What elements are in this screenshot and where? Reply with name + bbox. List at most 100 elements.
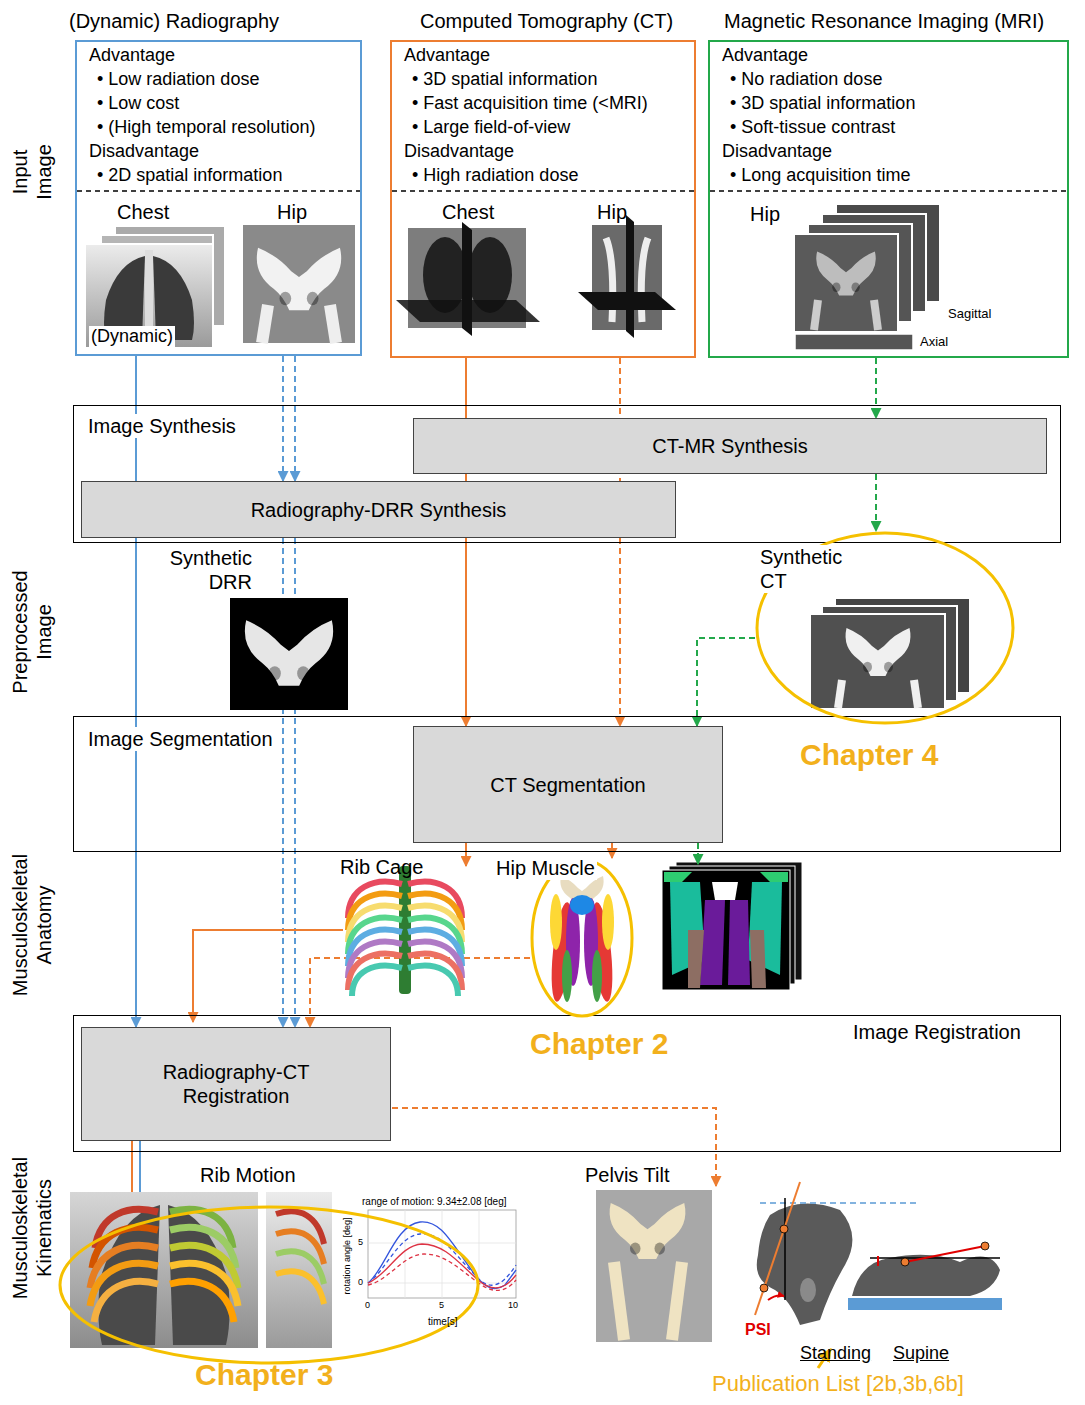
- process-box: Radiography-CT Registration: [81, 1027, 391, 1141]
- rib-motion-xray: [70, 1192, 332, 1348]
- chapter-ellipse: Chapter 3: [58, 1205, 480, 1365]
- segmentation-stack: [669, 866, 795, 984]
- node-text: Image Registration: [851, 1020, 1023, 1044]
- node-text: CT Segmentation: [490, 773, 645, 797]
- rib-angle-chart: [340, 1192, 536, 1342]
- node-text: • Fast acquisition time (<MRI): [412, 93, 648, 115]
- connector-arrow: [875, 474, 877, 531]
- ellipse-outline: [757, 533, 1013, 723]
- rib-motion-xray: [276, 1231, 324, 1264]
- chapter-label: Chapter 2: [530, 1026, 668, 1062]
- connector-arrow: [135, 356, 137, 1027]
- node-text: • Soft-tissue contrast: [730, 117, 895, 139]
- rib-motion-xray: [170, 1281, 234, 1322]
- ct-hip: [578, 215, 676, 338]
- node-text: • Long acquisition time: [730, 165, 910, 187]
- rib-motion-xray: [70, 1192, 258, 1348]
- node-text: • (High temporal resolution): [97, 117, 315, 139]
- node-text: • No radiation dose: [730, 69, 882, 91]
- connector-arrow: [697, 638, 755, 726]
- connector-arrow: [611, 843, 613, 858]
- segmentation-stack: [728, 900, 750, 985]
- annotation-label: Supine: [893, 1343, 949, 1365]
- hip-xray: [257, 248, 341, 310]
- annotation-label: Musculoskeletal Anatomy: [8, 840, 56, 1010]
- rib-motion-xray: [276, 1251, 324, 1284]
- rib-angle-chart: [405, 1210, 406, 1298]
- node-text: Hip: [597, 200, 627, 224]
- synthetic-drr: [230, 598, 348, 710]
- synthetic-drr: [245, 620, 333, 685]
- annotation-label: Preprocessed Image: [8, 562, 56, 702]
- node-text: • 3D spatial information: [730, 93, 915, 115]
- connector-arrow: [619, 358, 621, 726]
- node-text: (Dynamic): [89, 326, 175, 348]
- segmentation-stack: [700, 900, 725, 985]
- hip-muscle-model: [562, 950, 572, 1002]
- supine-pelvis: [870, 1257, 1000, 1259]
- segmentation-stack: [760, 872, 788, 882]
- annotation-label: Rib Motion: [200, 1163, 296, 1187]
- supine-pelvis: [848, 1242, 1002, 1310]
- rib-motion-xray: [276, 1211, 324, 1244]
- standing-pelvis: [768, 1296, 784, 1301]
- input-box: Computed Tomography (CT)Advantage• 3D sp…: [390, 40, 696, 358]
- node-text: Hip Muscle: [494, 856, 597, 880]
- pelvis-tilt-image: [596, 1190, 712, 1342]
- synthetic-ct-stack: [914, 680, 918, 708]
- rib-motion-xray: [276, 1271, 324, 1304]
- markup-arrow: [392, 1108, 716, 1186]
- segmentation-stack: [662, 862, 802, 990]
- annotation-label: rotation angle [deg]: [342, 1217, 353, 1294]
- connector-arrow: [875, 358, 877, 418]
- standing-pelvis: [760, 1284, 768, 1292]
- chest-xray-stack: [85, 226, 225, 348]
- annotation-label: Input Image: [8, 137, 56, 207]
- process-box: CT Segmentation: [413, 726, 723, 843]
- hip-xray: [262, 305, 268, 343]
- connector-arrow: [282, 356, 284, 481]
- process-box: Radiography-DRR Synthesis: [81, 481, 676, 538]
- divider-line: [77, 190, 360, 192]
- rib-angle-chart: [368, 1210, 516, 1298]
- annotation-label: range of motion: 9.34±2.08 [deg]: [362, 1196, 506, 1208]
- annotation-label: Standing: [800, 1343, 871, 1365]
- annotation-label: 5: [439, 1300, 444, 1311]
- node-text: Disadvantage: [722, 141, 832, 163]
- hip-muscle-model: [592, 950, 602, 1002]
- annotation-label: 10: [508, 1300, 518, 1311]
- synthetic-ct-stack: [838, 680, 842, 708]
- node-text: • Low radiation dose: [97, 69, 259, 91]
- annotation-label: Musculoskeletal Kinematics: [8, 1143, 56, 1313]
- hip-muscle-model: [602, 894, 614, 950]
- chapter-ellipse: Synthetic CTChapter 4: [755, 531, 1015, 725]
- segmentation-stack: [750, 930, 766, 988]
- ct-hip: [626, 215, 634, 338]
- annotation-label: Rib Cage: [340, 855, 423, 879]
- divider-line: [710, 190, 1067, 192]
- hip-xray: [243, 225, 355, 343]
- chapter-label: Chapter 4: [800, 737, 938, 773]
- mri-stack: [795, 334, 913, 350]
- node-text: Hip: [750, 202, 780, 226]
- annotation-label: Pelvis Tilt: [585, 1163, 669, 1187]
- supine-pelvis: [848, 1298, 1002, 1310]
- standing-pelvis: [755, 1182, 800, 1315]
- node-text: Advantage: [404, 45, 490, 67]
- pelvis-tilt-image: [610, 1203, 686, 1259]
- ellipse-outline: [58, 1205, 480, 1365]
- segmentation-stack: [664, 872, 692, 882]
- annotation-label: 0: [365, 1300, 370, 1311]
- markup-arrow: [193, 930, 343, 1022]
- connector-arrow: [465, 358, 467, 726]
- rib-angle-chart: [368, 1222, 516, 1289]
- markup-arrow: [697, 843, 699, 864]
- rib-angle-chart: [442, 1210, 443, 1298]
- process-box: CT-MR Synthesis: [413, 418, 1047, 474]
- chapter-label: Chapter 3: [195, 1357, 333, 1393]
- annotation-label: 5: [358, 1237, 363, 1248]
- annotation-label: Synthetic DRR: [152, 546, 252, 594]
- node-text: CT-MR Synthesis: [652, 434, 808, 458]
- synthetic-drr: [230, 598, 348, 710]
